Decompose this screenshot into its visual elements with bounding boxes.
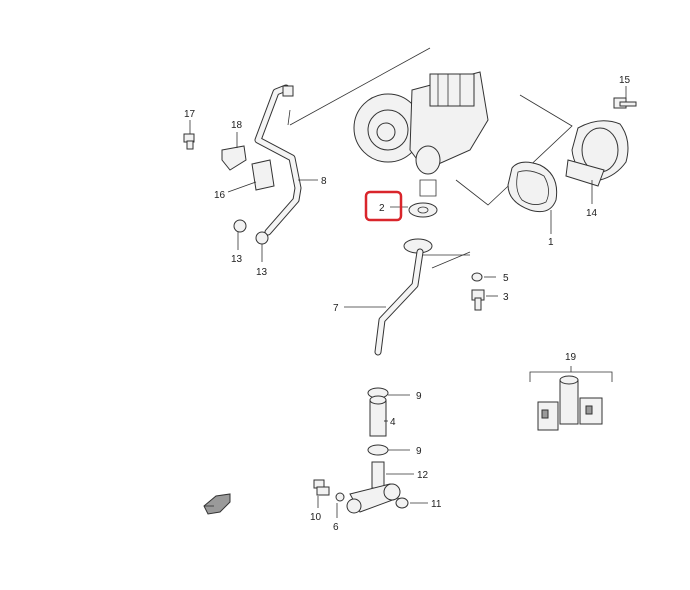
gasket-2 (408, 202, 438, 218)
callout-12: 12 (417, 470, 429, 481)
callout-14: 14 (586, 208, 598, 219)
washer-13-right (255, 231, 269, 245)
o-ring-11 (395, 497, 409, 509)
callout-9-upper: 9 (416, 391, 422, 402)
callout-18: 18 (231, 120, 243, 131)
washer-6 (335, 492, 345, 502)
callout-6: 6 (333, 522, 339, 533)
clamp-plate-16 (251, 159, 275, 191)
bolt-3 (471, 289, 485, 311)
callout-10: 10 (310, 512, 322, 523)
turbocharger (353, 71, 489, 197)
bolt-17 (183, 133, 195, 150)
washer-13-left (233, 219, 247, 233)
callout-13-left: 13 (231, 254, 243, 265)
callout-11: 11 (431, 499, 442, 510)
exhaust-elbow (565, 120, 629, 187)
callout-5: 5 (503, 273, 509, 284)
oil-return-pipe (374, 238, 433, 356)
oil-pipe-fitting-12 (346, 461, 401, 514)
callout-3: 3 (503, 292, 509, 303)
callout-2: 2 (379, 203, 385, 214)
front-arrow-icon (203, 493, 231, 515)
callout-13-right: 13 (256, 267, 268, 278)
washer-5 (471, 272, 483, 282)
gasket-kit-19 (529, 366, 613, 431)
callout-2-highlight (364, 190, 403, 222)
exhaust-gasket (507, 161, 558, 213)
callout-4: 4 (390, 417, 396, 428)
hose-4 (369, 395, 387, 437)
callout-15: 15 (619, 75, 631, 86)
callout-19: 19 (565, 352, 577, 363)
clamp-9-lower (367, 444, 389, 456)
callout-17: 17 (184, 109, 196, 120)
callouts: 1 2 3 4 5 6 7 8 9 9 10 11 (184, 75, 631, 533)
callout-7: 7 (333, 303, 339, 314)
bracket-18 (221, 145, 247, 171)
bolt-15 (613, 97, 637, 109)
callout-8: 8 (321, 176, 327, 187)
oil-feed-pipe (254, 84, 302, 236)
callout-9-lower: 9 (416, 446, 422, 457)
callout-16: 16 (214, 190, 226, 201)
callout-1: 1 (548, 237, 554, 248)
bolt-10 (313, 479, 330, 496)
